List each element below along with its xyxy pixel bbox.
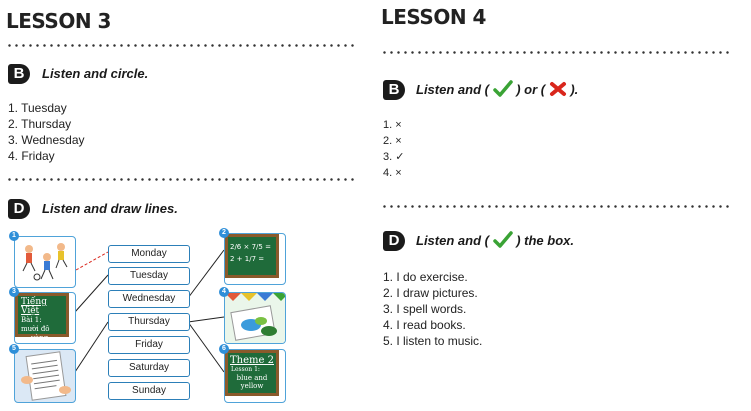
list-item: 4. Friday <box>8 149 55 163</box>
list-item: 2. I draw pictures. <box>383 286 478 300</box>
list-item: 2. Thursday <box>8 117 72 131</box>
chalkboard: Tiếng Việt Bài 1: mười đô vàng <box>15 293 69 342</box>
day-box-wednesday[interactable]: Wednesday <box>108 290 190 308</box>
picture-number: 4 <box>219 287 229 297</box>
check-icon <box>492 80 513 97</box>
divider <box>381 205 729 208</box>
picture-number: 6 <box>219 344 229 354</box>
section-title: Listen and circle. <box>42 66 149 81</box>
list-item: 4. I read books. <box>383 318 466 332</box>
board-line: Bài 1: <box>21 316 42 324</box>
day-box-thursday[interactable]: Thursday <box>108 313 190 331</box>
list-item: 4. × <box>383 167 402 179</box>
divider <box>6 178 354 181</box>
section-title: Listen and ( ) the box. <box>416 231 574 251</box>
cross-icon <box>549 82 566 96</box>
lesson-3-title: LESSON 3 <box>6 9 111 33</box>
picture-number: 2 <box>219 228 229 238</box>
picture-painting <box>224 292 286 344</box>
title-text: ). <box>570 82 579 97</box>
picture-theme-board: Theme 2 Lesson 1: blue and yellow <box>224 349 286 403</box>
board-line: vàng <box>31 334 49 342</box>
section-badge-d: D <box>8 199 30 219</box>
picture-tiengviet-board: Tiếng Việt Bài 1: mười đô vàng <box>14 292 76 344</box>
day-box-sunday[interactable]: Sunday <box>108 382 190 400</box>
section-badge-b: B <box>383 80 405 100</box>
list-item: 3. Wednesday <box>8 133 85 147</box>
list-item: 1. × <box>383 119 402 131</box>
math-line: 2 + 1/7 = <box>230 255 265 263</box>
picture-kids-playing <box>14 236 76 288</box>
list-item: 1. Tuesday <box>8 101 67 115</box>
picture-number: 3 <box>9 287 19 297</box>
list-item: 3. ✓ <box>383 151 405 163</box>
chalkboard: Theme 2 Lesson 1: blue and yellow <box>225 350 279 396</box>
board-line: Lesson 1: <box>231 366 260 373</box>
section-title: Listen and ( ) or ( ). <box>416 80 578 100</box>
title-text: ) the box. <box>516 233 574 248</box>
kids-playing-illustration <box>22 243 68 281</box>
title-text: ) or ( <box>516 82 546 97</box>
day-box-tuesday[interactable]: Tuesday <box>108 267 190 285</box>
board-line: yellow <box>240 382 264 390</box>
section-badge-b: B <box>8 64 30 84</box>
painting-illustration <box>225 293 285 343</box>
picture-paper-sheet <box>14 349 76 403</box>
board-title: Theme 2 <box>230 355 274 366</box>
picture-number: 5 <box>9 344 19 354</box>
title-text: Listen and ( <box>416 233 489 248</box>
answer-list: 1. Tuesday 2. Thursday 3. Wednesday 4. F… <box>8 100 85 164</box>
list-item: 5. I listen to music. <box>383 334 483 348</box>
divider <box>381 51 729 54</box>
board-title: Tiếng Việt <box>21 297 47 316</box>
answer-list: 1. × 2. × 3. ✓ 4. × <box>383 117 404 181</box>
divider <box>6 44 354 47</box>
paper-sheet-illustration <box>21 351 71 401</box>
list-item: 1. I do exercise. <box>383 270 468 284</box>
picture-number: 1 <box>9 231 19 241</box>
day-box-saturday[interactable]: Saturday <box>108 359 190 377</box>
section-badge-d: D <box>383 231 405 251</box>
board-line: blue and <box>236 374 268 382</box>
picture-math-board: 2/6 × 7/5 = 2 + 1/7 = <box>224 233 286 285</box>
day-box-monday[interactable]: Monday <box>108 245 190 263</box>
chalkboard: 2/6 × 7/5 = 2 + 1/7 = <box>225 234 279 278</box>
check-icon <box>492 231 513 248</box>
section-title: Listen and draw lines. <box>42 201 178 216</box>
title-text: Listen and ( <box>416 82 489 97</box>
board-line: mười đô <box>21 325 50 333</box>
lesson-4-title: LESSON 4 <box>381 5 486 29</box>
answer-list: 1. I do exercise. 2. I draw pictures. 3.… <box>383 269 482 349</box>
math-line: 2/6 × 7/5 = <box>230 243 271 251</box>
list-item: 2. × <box>383 135 402 147</box>
list-item: 3. I spell words. <box>383 302 467 316</box>
day-box-friday[interactable]: Friday <box>108 336 190 354</box>
